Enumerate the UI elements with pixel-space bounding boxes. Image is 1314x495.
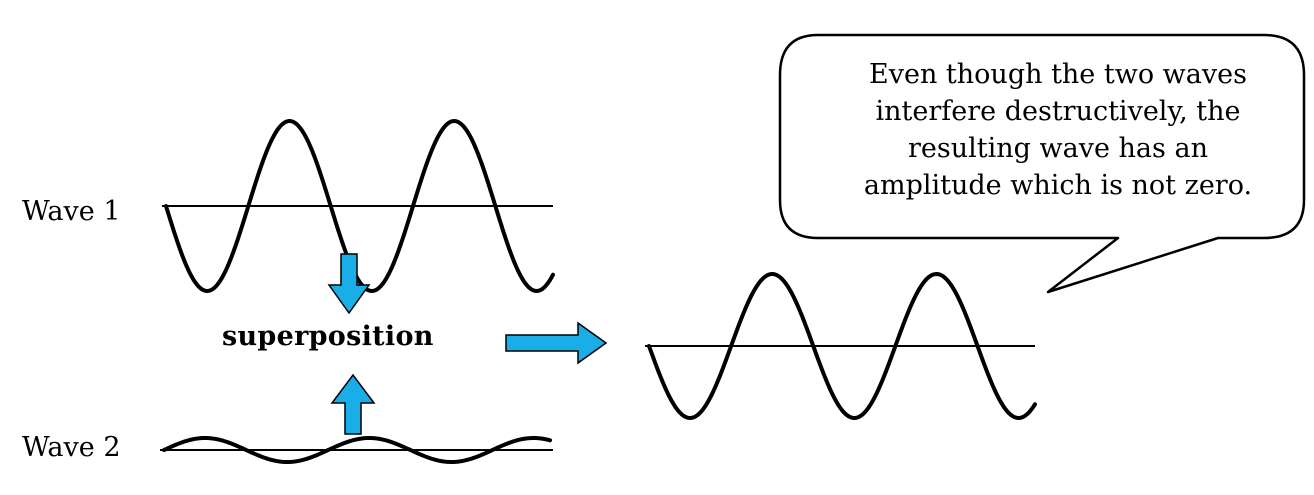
right-arrow-icon <box>505 321 608 365</box>
speech-bubble <box>778 33 1306 294</box>
callout-line: amplitude which is not zero. <box>863 170 1253 201</box>
down-arrow-icon <box>327 253 371 315</box>
callout-line: Even though the two waves <box>869 59 1247 90</box>
callout-text: Even though the two waves interfere dest… <box>808 56 1308 204</box>
wave1-curve <box>164 119 555 293</box>
callout-line: resulting wave has an <box>908 133 1208 164</box>
superposition-label: superposition <box>222 321 434 352</box>
callout-line: interfere destructively, the <box>875 96 1241 127</box>
wave2-label: Wave 2 <box>22 432 121 463</box>
up-arrow-icon <box>330 373 376 435</box>
wave2-curve <box>162 436 552 464</box>
wave1-label: Wave 1 <box>22 196 121 227</box>
result-wave-curve <box>647 272 1037 420</box>
